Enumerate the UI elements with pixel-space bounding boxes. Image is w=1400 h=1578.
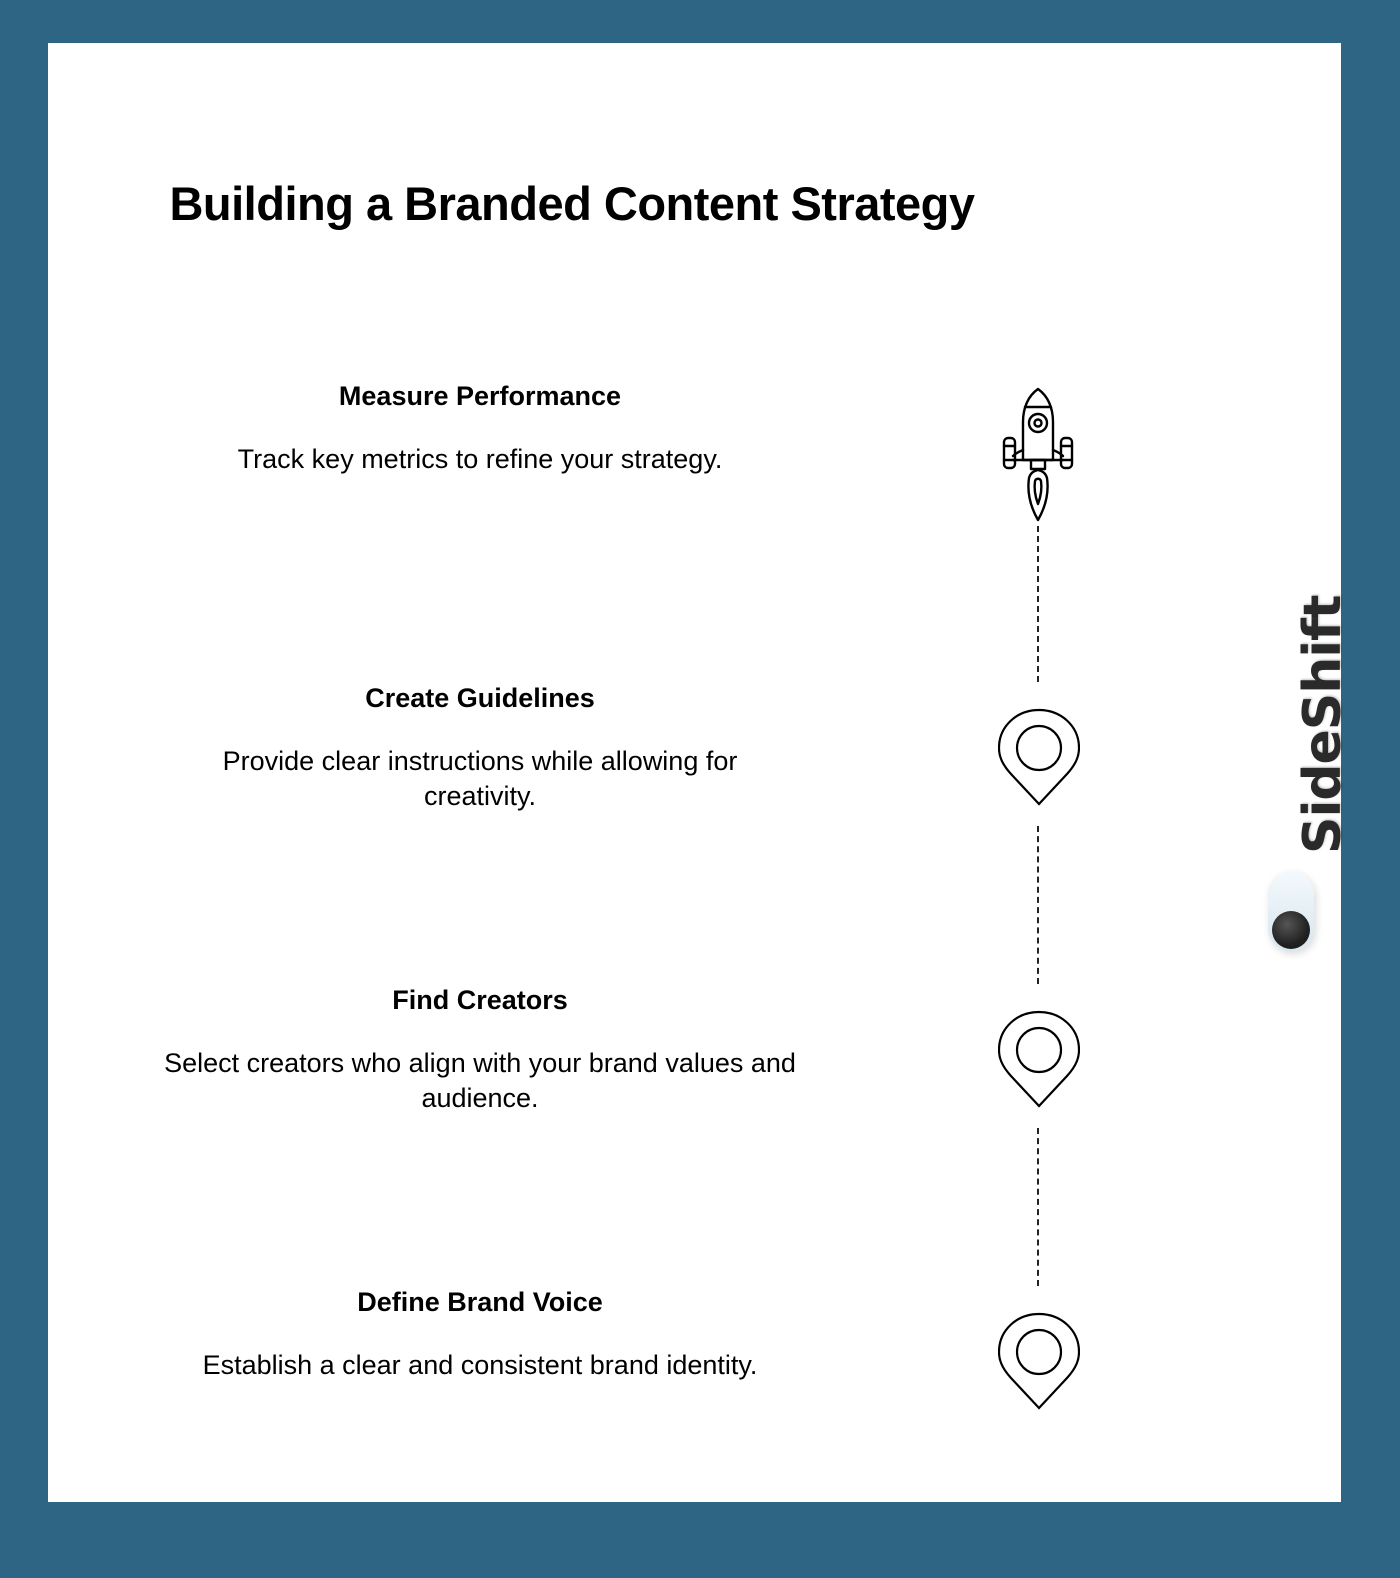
timeline-connector <box>1037 1128 1039 1286</box>
step-description: Select creators who align with your bran… <box>164 1048 796 1113</box>
map-pin-icon <box>997 1312 1081 1410</box>
map-pin-icon <box>997 1010 1081 1108</box>
timeline-connector <box>1037 526 1039 682</box>
step-description: Establish a clear and consistent brand i… <box>202 1350 758 1380</box>
page-title: Building a Branded Content Strategy <box>169 177 975 230</box>
map-pin-icon <box>997 708 1081 806</box>
brand-name: SideShift <box>1293 595 1353 854</box>
step-description: Provide clear instructions while allowin… <box>222 746 738 811</box>
step-title: Find Creators <box>392 985 568 1015</box>
step-measure-performance: Measure Performance Track key metrics to… <box>130 380 830 477</box>
step-title: Define Brand Voice <box>357 1287 603 1317</box>
infographic-card <box>48 43 1341 1502</box>
step-define-brand-voice: Define Brand Voice Establish a clear and… <box>130 1286 830 1383</box>
step-title: Measure Performance <box>338 381 622 411</box>
timeline-connector <box>1037 826 1039 984</box>
toggle-knob <box>1272 911 1310 949</box>
step-title: Create Guidelines <box>365 683 595 713</box>
step-find-creators: Find Creators Select creators who align … <box>130 984 830 1116</box>
step-description: Track key metrics to refine your strateg… <box>237 444 723 474</box>
brand-logo: SideShift <box>1255 582 1353 962</box>
toggle-switch-icon <box>1268 871 1314 951</box>
step-create-guidelines: Create Guidelines Provide clear instruct… <box>130 682 830 814</box>
rocket-icon <box>998 386 1078 524</box>
